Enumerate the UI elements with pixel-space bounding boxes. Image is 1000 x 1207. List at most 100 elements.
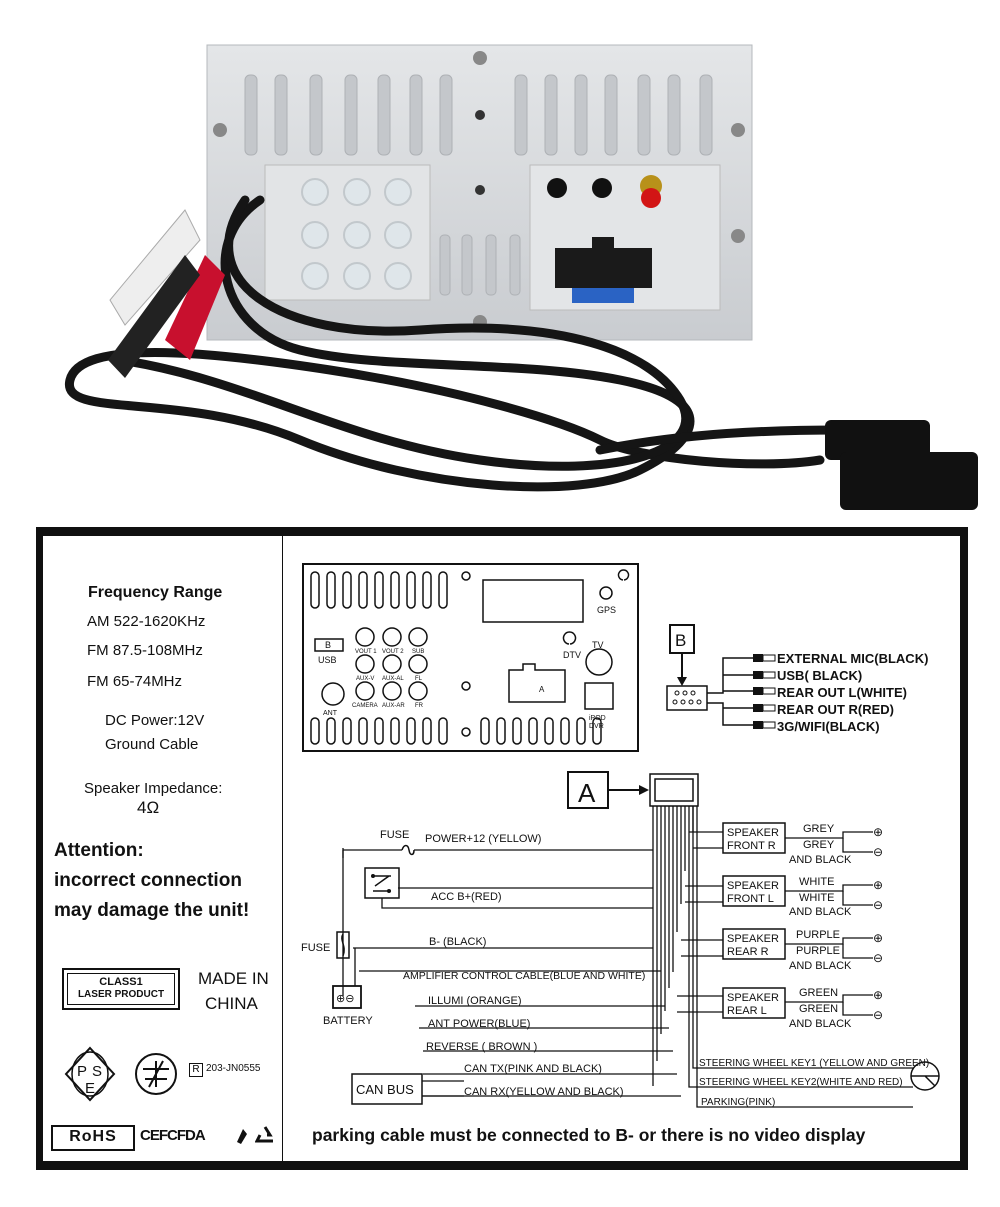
speaker-fl-line2: FRONT L bbox=[727, 893, 774, 905]
made-in-line-2: CHINA bbox=[205, 994, 258, 1013]
minus-icon: ⊖ bbox=[873, 898, 883, 912]
iso-connector bbox=[555, 248, 652, 288]
rca-jacks bbox=[301, 178, 412, 290]
speaker-fr-neg-2: AND BLACK bbox=[789, 854, 852, 866]
battery-label: BATTERY bbox=[323, 1015, 373, 1027]
harness-socket-a bbox=[508, 663, 566, 703]
battery-icon bbox=[332, 985, 362, 1009]
parking-footer-note: parking cable must be connected to B- or… bbox=[312, 1125, 866, 1145]
frequency-title: Frequency Range bbox=[88, 584, 223, 601]
laser-product-label: CLASS1 LASER PRODUCT bbox=[62, 968, 180, 1010]
speaker-rr-neg: PURPLE bbox=[796, 945, 840, 957]
made-in-line-1: MADE IN bbox=[198, 969, 269, 988]
speaker-rr-pos: PURPLE bbox=[796, 929, 840, 941]
minus-icon: ⊖ bbox=[873, 845, 883, 859]
steering-wires bbox=[688, 806, 913, 1108]
wire-illumi: ILLUMI (ORANGE) bbox=[428, 995, 522, 1007]
can-bus-label: CAN BUS bbox=[356, 1082, 414, 1097]
b-output-3g-wifi: 3G/WIFI(BLACK) bbox=[777, 719, 880, 734]
fuse-left-label: FUSE bbox=[301, 942, 330, 954]
connector-b-pins bbox=[672, 690, 702, 705]
ce-fcc-fda-marks: CEFCFDA bbox=[140, 1127, 206, 1144]
connector-a-label: A bbox=[578, 778, 596, 808]
am-range: AM 522-1620KHz bbox=[87, 613, 206, 630]
connector-b-wires bbox=[707, 657, 753, 726]
connector-b-plug bbox=[666, 685, 708, 711]
speaker-fl-line1: SPEAKER bbox=[727, 880, 779, 892]
minus-icon: ⊖ bbox=[873, 1008, 883, 1022]
speaker-boxes bbox=[722, 822, 786, 1019]
fuse-left-icon bbox=[341, 933, 345, 957]
tv-jack bbox=[585, 648, 613, 676]
fuse-left-box bbox=[336, 931, 350, 959]
panel-rca-jacks bbox=[355, 627, 428, 701]
r-mark: R bbox=[189, 1063, 203, 1077]
speaker-rr-line2: REAR R bbox=[727, 946, 769, 958]
recycle-icon bbox=[255, 1126, 273, 1143]
usb-plugs bbox=[825, 420, 978, 510]
head-unit-rear-photo bbox=[65, 44, 978, 510]
attention-title: Attention: bbox=[54, 840, 144, 861]
spec-panel: Frequency Range AM 522-1620KHz FM 87.5-1… bbox=[43, 536, 282, 1161]
speaker-impedance-value: 4Ω bbox=[137, 798, 160, 817]
fm-range-1: FM 87.5-108MHz bbox=[87, 642, 203, 659]
wire-can-tx: CAN TX(PINK AND BLACK) bbox=[464, 1063, 602, 1075]
b-output-external-mic: EXTERNAL MIC(BLACK) bbox=[777, 651, 928, 666]
rca-plugs bbox=[108, 209, 225, 378]
speaker-rl-pos: GREEN bbox=[799, 987, 838, 999]
rca-label-camera: CAMERA bbox=[352, 703, 378, 709]
speaker-fl-neg: WHITE bbox=[799, 892, 834, 904]
plus-icon: ⊕ bbox=[873, 988, 883, 1002]
laser-line-2: LASER PRODUCT bbox=[77, 989, 165, 1000]
dtv-jack bbox=[562, 631, 577, 645]
warning-line-1: incorrect connection bbox=[54, 870, 242, 891]
wire-amp-control: AMPLIFIER CONTROL CABLE(BLUE AND WHITE) bbox=[403, 970, 645, 982]
speaker-rl-line2: REAR L bbox=[727, 1005, 767, 1017]
ant-label: ANT bbox=[323, 710, 338, 717]
steering-key-1: STEERING WHEEL KEY1 (YELLOW AND GREEN) bbox=[699, 1058, 929, 1069]
wire-can-rx: CAN RX(YELLOW AND BLACK) bbox=[464, 1086, 624, 1098]
wire-power-12: POWER+12 (YELLOW) bbox=[425, 833, 541, 845]
speaker-fr-line2: FRONT R bbox=[727, 840, 776, 852]
rca-plug-symbols bbox=[753, 654, 776, 729]
gps-label: GPS bbox=[597, 605, 616, 615]
dvr-label: DVR bbox=[589, 723, 604, 730]
dtv-label: DTV bbox=[563, 650, 581, 660]
speaker-fl-pos: WHITE bbox=[799, 876, 834, 888]
ipod-dvr-port bbox=[584, 682, 614, 710]
certification-number: 203-JN0555 bbox=[206, 1063, 261, 1074]
ant-jack bbox=[321, 682, 345, 706]
back-panel-slots bbox=[310, 569, 630, 745]
socket-a-label: A bbox=[539, 685, 545, 694]
tv-label: TV bbox=[592, 640, 604, 650]
usb-port bbox=[314, 638, 344, 652]
wiring-cable bbox=[65, 195, 845, 492]
can-bus-box bbox=[351, 1073, 423, 1105]
pse-mark-icon: P S E bbox=[64, 1046, 116, 1102]
ignition-switch-icon bbox=[364, 867, 400, 899]
speaker-rr-neg-2: AND BLACK bbox=[789, 960, 852, 972]
fm-range-2: FM 65-74MHz bbox=[87, 673, 183, 690]
diagram-panel: GPS B USB VOUT 1 VOUT 2 SUB AUX-V AUX-AL… bbox=[283, 536, 960, 1161]
rca-label-aux-al: AUX-AL bbox=[382, 676, 404, 682]
plus-icon: ⊕ bbox=[873, 931, 883, 945]
wire-reverse: REVERSE ( BROWN ) bbox=[426, 1041, 537, 1053]
speaker-rl-neg-2: AND BLACK bbox=[789, 1018, 852, 1030]
ground-cable: Ground Cable bbox=[105, 736, 199, 753]
speaker-rl-line1: SPEAKER bbox=[727, 992, 779, 1004]
plus-icon: ⊕ bbox=[873, 825, 883, 839]
speaker-rr-line1: SPEAKER bbox=[727, 933, 779, 945]
minus-icon: ⊖ bbox=[873, 951, 883, 965]
rca-label-aux-v: AUX-V bbox=[356, 676, 374, 682]
b-output-usb: USB( BLACK) bbox=[777, 668, 862, 683]
rca-label-fl: FL bbox=[415, 676, 423, 682]
speaker-wires bbox=[677, 831, 873, 1016]
plus-icon: ⊕ bbox=[873, 878, 883, 892]
speaker-fr-neg: GREY bbox=[803, 839, 835, 851]
b-output-rear-out-l: REAR OUT L(WHITE) bbox=[777, 685, 907, 700]
speaker-impedance-title: Speaker Impedance: bbox=[84, 780, 223, 797]
rca-label-aux-ar: AUX-AR bbox=[382, 703, 405, 709]
vent-slots bbox=[244, 74, 713, 296]
rohs-badge: RoHS bbox=[51, 1125, 135, 1151]
fuse-top-icon bbox=[401, 844, 415, 856]
